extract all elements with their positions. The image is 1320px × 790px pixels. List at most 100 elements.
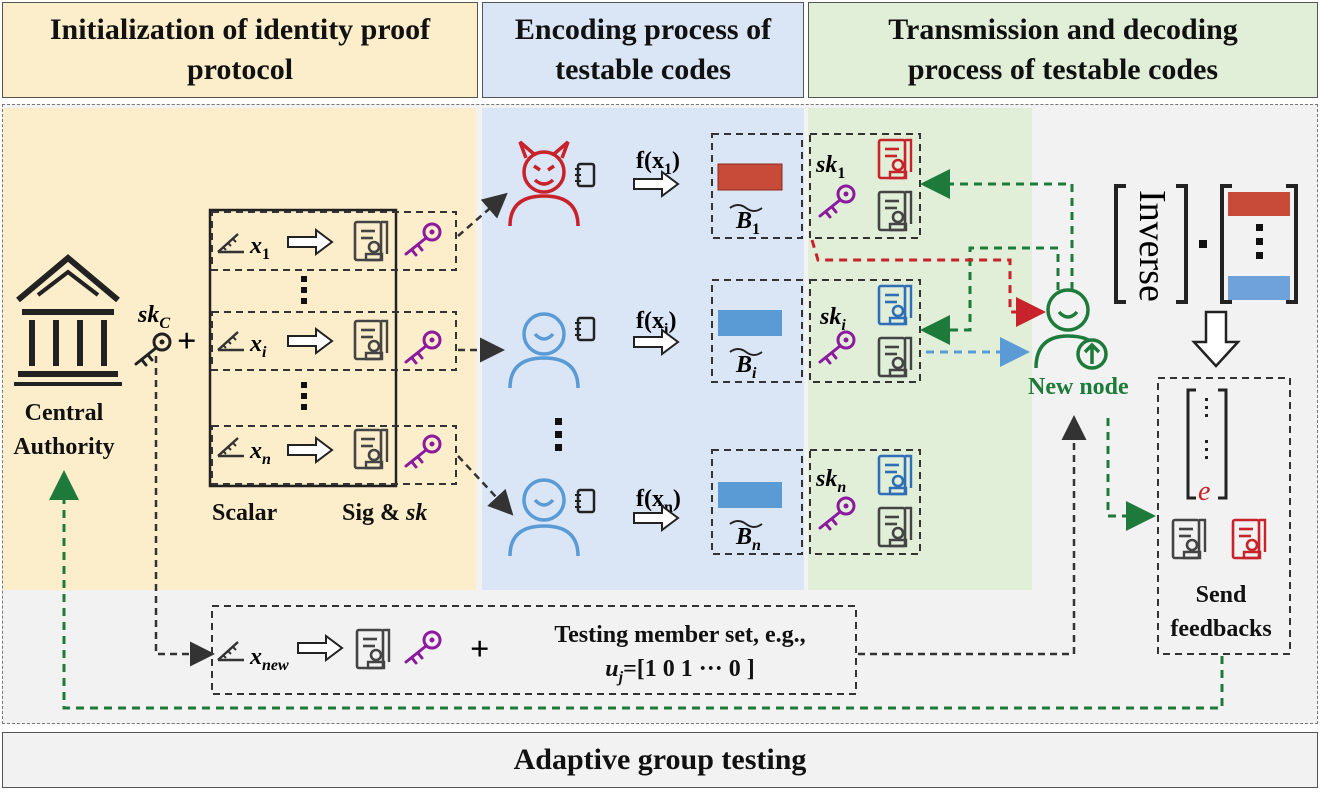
key-icon-t1 (818, 184, 856, 219)
sig-sk-label: Sig & sk (342, 500, 427, 527)
f-label-n: f(xn) (636, 486, 681, 516)
inverse-red-bar (1228, 192, 1290, 216)
certificate-icon-grey-n (877, 506, 913, 548)
row-box-1 (211, 211, 457, 271)
arrow-icon-n (287, 437, 333, 463)
sk-box-n (809, 449, 921, 555)
plus-c: + (177, 323, 196, 360)
key-icon-c (134, 332, 172, 367)
code-bar-n (718, 482, 782, 508)
certificate-icon-blue-i (877, 284, 913, 326)
certificate-icon-red-1 (877, 138, 913, 180)
plus-new: + (470, 631, 489, 668)
u-vector: =[1 0 1 ··· 0 ] (623, 656, 755, 682)
header-encoding: Encoding process of testable codes (482, 2, 804, 98)
arrow-skc-to-new (154, 356, 215, 667)
bank-icon (14, 254, 122, 386)
authority-line2: Authority (13, 434, 115, 460)
sk-label-n: skn (815, 466, 846, 496)
devil-user-icon (508, 140, 580, 227)
testing-line1: Testing member set, e.g., (554, 622, 806, 648)
feedback-certificate-grey (1171, 518, 1207, 560)
certificate-icon-grey-i (877, 336, 913, 378)
x-label-n: xn (249, 438, 271, 468)
notebook-icon-1 (573, 162, 596, 188)
scalar-label: Scalar (212, 500, 278, 526)
code-bar-1 (717, 163, 783, 191)
red-arrow (810, 239, 1046, 327)
arrow-icon-new (297, 635, 343, 661)
notebook-icon-n (573, 488, 596, 514)
sk-label-1: sk1 (815, 152, 845, 182)
feedback-certificate-red (1231, 518, 1267, 560)
sk-label-i: ski (819, 304, 846, 334)
testing-line2: uj=[1 0 1 ··· 0 ] (510, 652, 850, 695)
arrow-icon-i (287, 328, 333, 354)
header-init-text: Initialization of identity proof protoco… (49, 13, 431, 86)
sk-box-i (809, 279, 921, 383)
arrow-icon-1 (287, 229, 333, 255)
x-label-i: xi (249, 331, 267, 361)
arrow-to-user-1 (457, 192, 508, 237)
row-box-n (211, 425, 457, 485)
f-label-1: f(x1) (636, 148, 680, 178)
certificate-icon-1 (353, 220, 389, 262)
row-box-i (211, 311, 457, 371)
green-arrow-1 (920, 169, 1074, 290)
header-init: Initialization of identity proof protoco… (2, 2, 478, 98)
new-node-label: New node (1028, 374, 1129, 400)
e-vector (1186, 388, 1228, 500)
key-icon-tn (818, 496, 856, 531)
ruler-icon-n (216, 436, 246, 458)
user-icon-n (508, 478, 580, 557)
x-label-1: x1 (249, 233, 270, 263)
user-ellipsis (555, 418, 562, 451)
certificate-icon-blue-n (877, 454, 913, 496)
certificate-icon-i (353, 319, 389, 361)
dot-product (1199, 240, 1207, 248)
header-encoding-text: Encoding process of testable codes (514, 13, 772, 86)
arrow-to-user-n (457, 455, 514, 516)
ruler-icon-i (216, 330, 246, 352)
inverse-matrix (1114, 184, 1298, 304)
notebook-icon-i (573, 316, 596, 342)
ruler-icon-1 (216, 232, 246, 254)
x-new-label: xnew (249, 644, 289, 674)
sig-label: Sig & (342, 500, 407, 526)
key-icon-i (404, 330, 442, 365)
key-icon-1 (404, 222, 442, 257)
key-icon-n (404, 434, 442, 469)
key-icon-new (404, 630, 442, 665)
feedback-box (1157, 377, 1291, 655)
key-icon-ti (818, 330, 856, 365)
f-label-i: f(xi) (636, 308, 676, 338)
user-icon-i (508, 312, 580, 389)
send-line2: feedbacks (1170, 616, 1272, 642)
authority-line1: Central (24, 400, 104, 426)
b-box-n (711, 449, 803, 555)
header-bottom-text: Adaptive group testing (513, 743, 807, 776)
scalar-column (208, 208, 398, 488)
certificate-icon-n (353, 428, 389, 470)
new-node-icon (1034, 288, 1108, 370)
header-transmission-text: Transmission and decoding process of tes… (888, 13, 1238, 86)
e-label: e (1198, 476, 1210, 507)
inverse-label: Inverse (1131, 190, 1173, 302)
green-arrow-feedback (1106, 418, 1156, 531)
down-arrow (1191, 310, 1241, 368)
b-label-n: Bn (735, 524, 761, 554)
green-arrow-i (920, 246, 1060, 345)
sk-box-1 (809, 133, 921, 239)
header-transmission: Transmission and decoding process of tes… (808, 2, 1318, 98)
authority-label: Central Authority (4, 396, 124, 464)
certificate-icon-new (355, 628, 391, 670)
skc-label: skC (137, 302, 170, 332)
arrow-feedback-to-authority (49, 470, 1224, 710)
b-box-1 (711, 133, 803, 239)
inverse-blue-bar (1228, 276, 1290, 300)
row-ellipsis (301, 276, 307, 410)
arrow-testing-to-newnode (858, 415, 1087, 656)
sk-italic: sk (406, 500, 428, 526)
header-bottom: Adaptive group testing (2, 732, 1318, 788)
